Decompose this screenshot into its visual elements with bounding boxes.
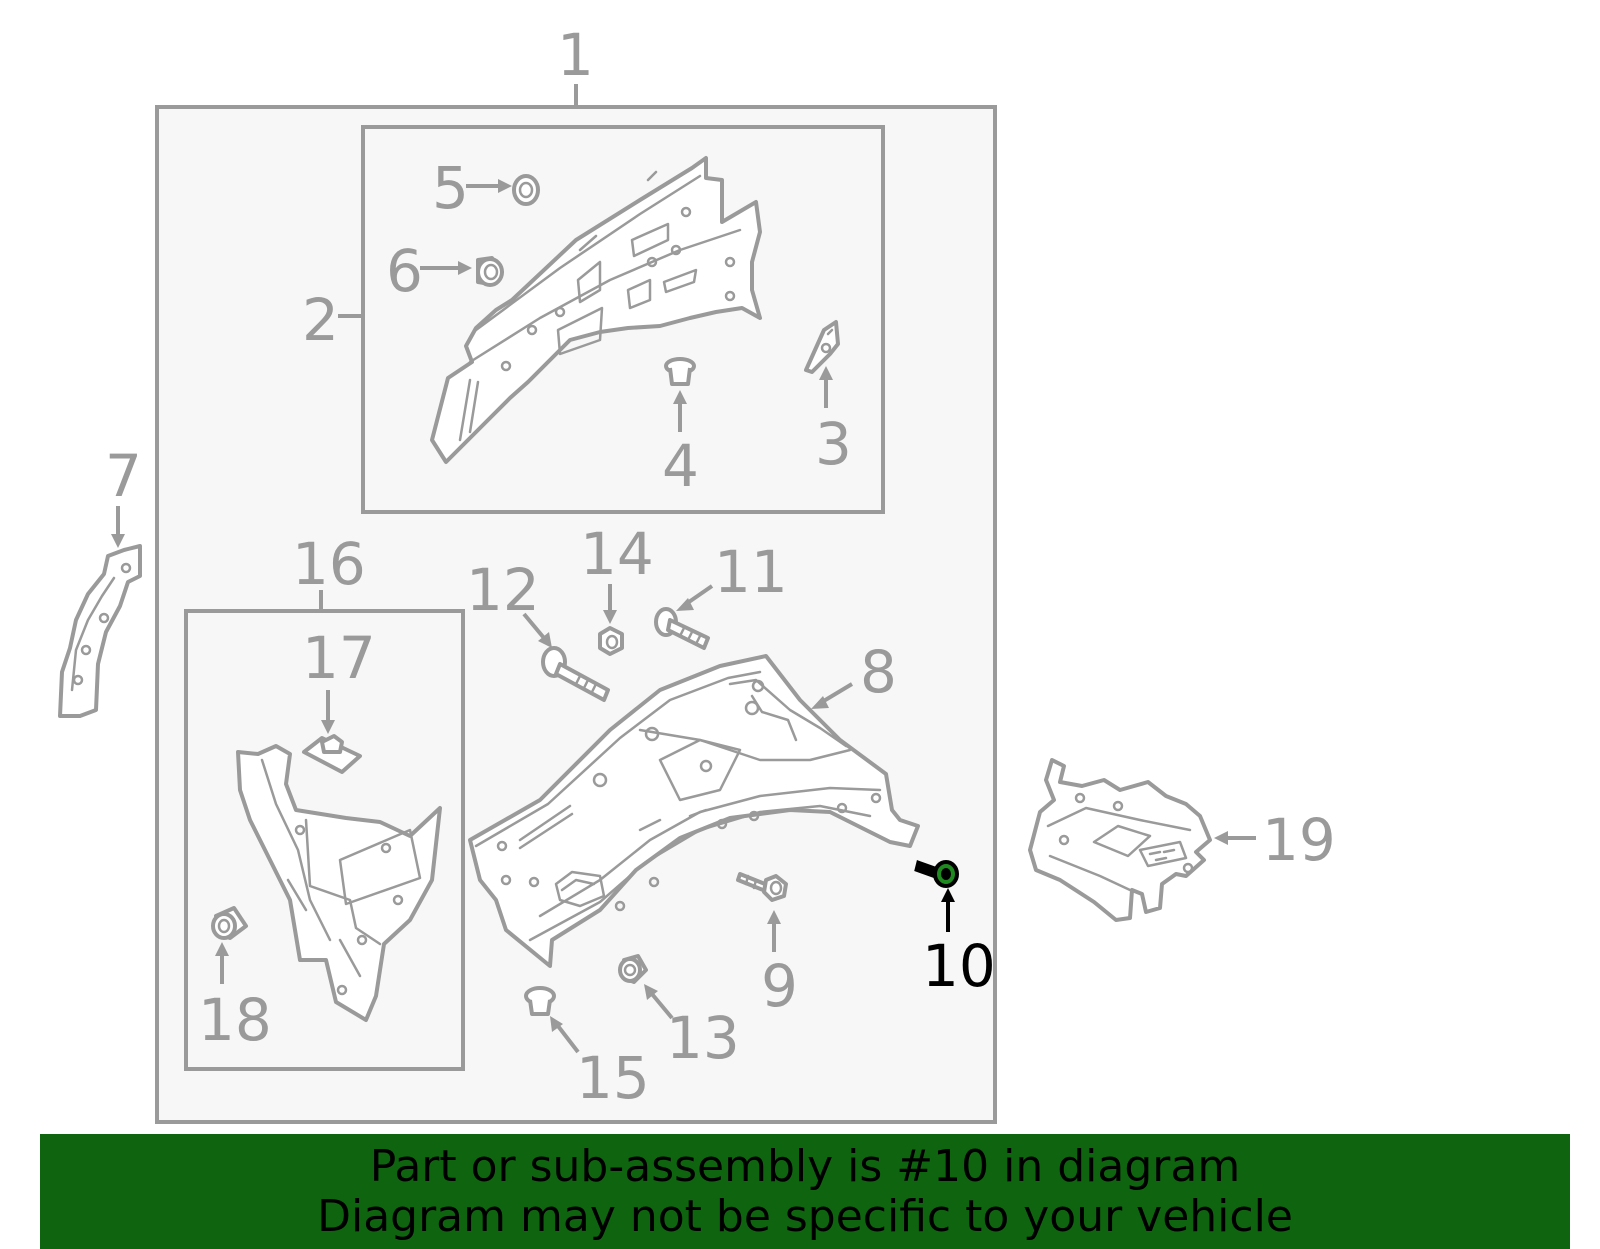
part-3-bracket[interactable] bbox=[804, 320, 840, 374]
callout-10[interactable]: 10 bbox=[922, 932, 996, 1000]
arrow-19 bbox=[1214, 831, 1228, 845]
part-4-clip[interactable] bbox=[664, 357, 696, 386]
callout-6[interactable]: 6 bbox=[386, 237, 423, 305]
arrow-12 bbox=[538, 632, 552, 648]
part-16-inner-panel[interactable] bbox=[236, 744, 442, 1022]
arrow-3 bbox=[819, 366, 833, 380]
part-17-nut-plate[interactable] bbox=[302, 734, 362, 774]
part-12-bolt[interactable] bbox=[541, 646, 610, 702]
part-9-screw[interactable] bbox=[736, 872, 788, 902]
callout-13[interactable]: 13 bbox=[666, 1004, 740, 1072]
leader-13 bbox=[650, 992, 674, 1020]
callout-11[interactable]: 11 bbox=[714, 538, 788, 606]
arrow-11 bbox=[676, 598, 694, 611]
arrow-6 bbox=[458, 261, 472, 275]
subassembly-box-2 bbox=[361, 125, 885, 514]
arrow-10 bbox=[941, 888, 955, 902]
leader-15 bbox=[556, 1024, 580, 1054]
leader-12 bbox=[522, 612, 546, 640]
callout-8[interactable]: 8 bbox=[860, 638, 897, 706]
callout-17[interactable]: 17 bbox=[302, 624, 376, 692]
arrow-17 bbox=[321, 720, 335, 734]
leader-8 bbox=[820, 682, 854, 704]
part-10-screw-highlighted[interactable] bbox=[914, 860, 959, 888]
banner-line-disclaimer: Diagram may not be specific to your vehi… bbox=[317, 1190, 1293, 1242]
callout-2[interactable]: 2 bbox=[302, 286, 339, 354]
callout-19[interactable]: 19 bbox=[1262, 806, 1336, 874]
arrow-13 bbox=[644, 984, 658, 1000]
arrow-8 bbox=[811, 696, 829, 709]
leader-11 bbox=[684, 584, 714, 606]
callout-12[interactable]: 12 bbox=[466, 556, 540, 624]
arrow-9 bbox=[767, 910, 781, 924]
arrow-14 bbox=[603, 610, 617, 624]
part-6-bushing[interactable] bbox=[476, 256, 504, 287]
callout-1[interactable]: 1 bbox=[557, 21, 594, 89]
callout-7[interactable]: 7 bbox=[105, 442, 142, 510]
part-2-apron-panel[interactable] bbox=[430, 156, 762, 464]
part-14-nut[interactable] bbox=[598, 626, 624, 656]
arrow-7 bbox=[111, 534, 125, 548]
callout-3[interactable]: 3 bbox=[815, 410, 852, 478]
callout-9[interactable]: 9 bbox=[761, 952, 798, 1020]
callout-14[interactable]: 14 bbox=[580, 520, 654, 588]
part-5-nut[interactable] bbox=[512, 174, 540, 206]
part-15-clip[interactable] bbox=[524, 986, 556, 1016]
arrow-18 bbox=[215, 942, 229, 956]
callout-15[interactable]: 15 bbox=[576, 1044, 650, 1112]
arrow-4 bbox=[673, 390, 687, 404]
banner-line-part-number: Part or sub-assembly is #10 in diagram bbox=[369, 1140, 1241, 1192]
subassembly-box-16 bbox=[184, 609, 465, 1071]
part-7-panel[interactable] bbox=[58, 544, 142, 718]
part-18-bushing[interactable] bbox=[211, 906, 248, 940]
callout-5[interactable]: 5 bbox=[432, 154, 469, 222]
callout-16[interactable]: 16 bbox=[292, 530, 366, 598]
part-13-bushing[interactable] bbox=[618, 954, 648, 984]
part-11-bolt[interactable] bbox=[654, 607, 710, 650]
callout-18[interactable]: 18 bbox=[198, 986, 272, 1054]
callout-4[interactable]: 4 bbox=[662, 432, 699, 500]
part-19-panel[interactable] bbox=[1028, 758, 1212, 922]
arrow-5 bbox=[498, 179, 512, 193]
info-banner: Part or sub-assembly is #10 in diagram D… bbox=[40, 1134, 1570, 1249]
arrow-15 bbox=[550, 1016, 563, 1032]
part-8-wheelhouse[interactable] bbox=[468, 654, 920, 968]
